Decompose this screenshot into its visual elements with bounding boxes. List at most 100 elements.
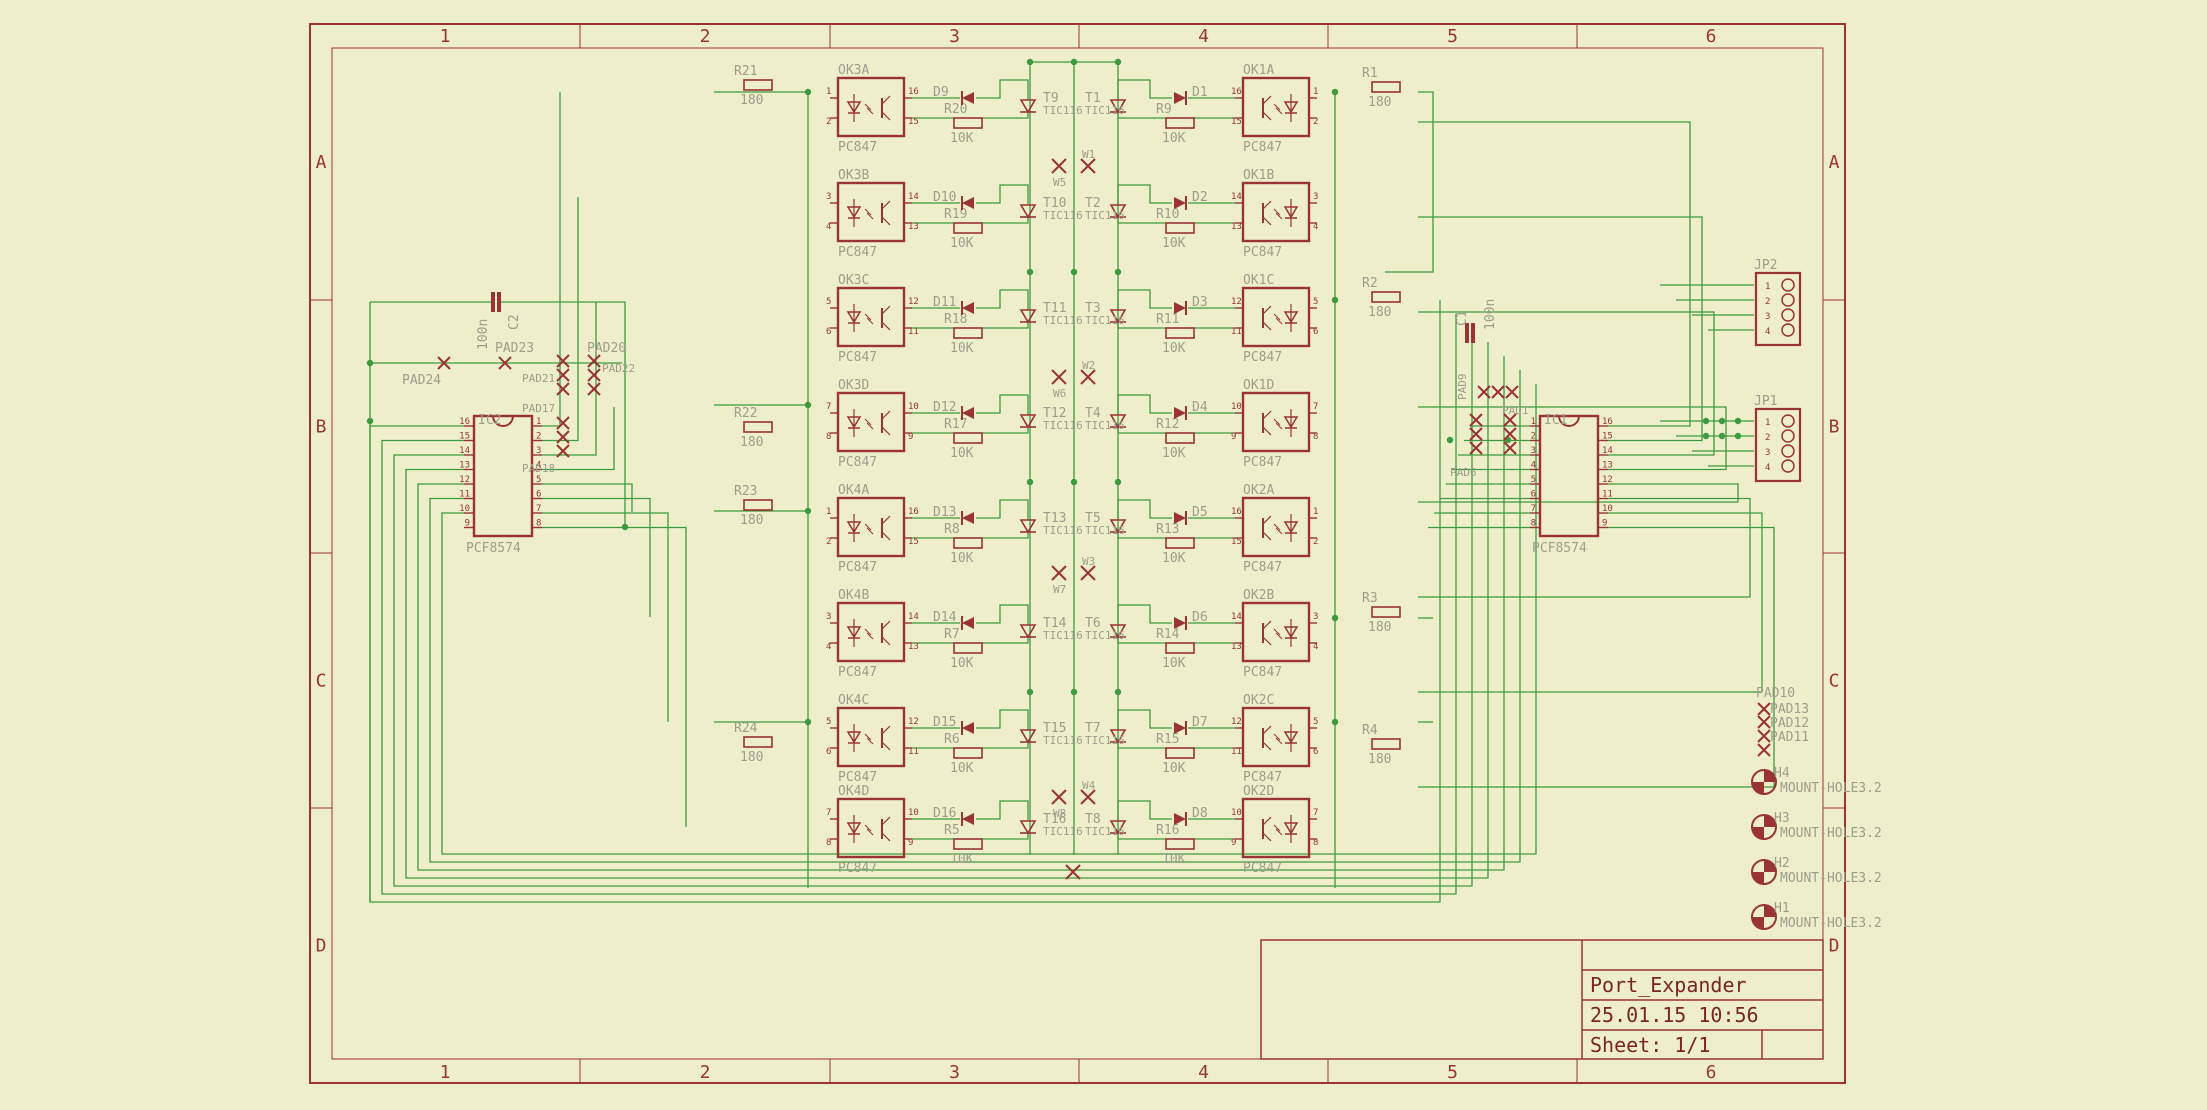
light-arrow (1275, 107, 1283, 115)
net-wire (976, 800, 1029, 821)
diode: D11 (933, 295, 974, 315)
wire-bridge-name: W6 (1053, 387, 1066, 400)
diode: D9 (933, 85, 974, 105)
resistor-name: R2 (1362, 276, 1378, 291)
ic-pin-number: 2 (536, 432, 541, 442)
phototransistor-glyph (1262, 216, 1272, 226)
ic-notch (1558, 415, 1580, 427)
pad-marker (1503, 427, 1517, 441)
resistor-body (1371, 738, 1401, 750)
junction-dot (1734, 417, 1742, 425)
diode: D2 (1174, 190, 1208, 210)
resistor-name: R19 (944, 207, 967, 222)
light-arrow (1275, 422, 1283, 430)
phototransistor-glyph (881, 305, 891, 315)
pin-number: 3 (1313, 192, 1318, 202)
capacitor-name: C2 (507, 314, 522, 330)
resistor-body (1371, 606, 1401, 618)
pin-number: 10 (908, 808, 919, 818)
pin-number: 1 (1313, 87, 1318, 97)
phototransistor-glyph (881, 531, 891, 541)
ic-output-net (542, 512, 669, 722)
pad-name: PAD6 (1450, 466, 1477, 479)
phototransistor-glyph (881, 741, 891, 751)
pad-name: PAD20 (587, 341, 626, 356)
resistor-value: 10K (1162, 761, 1186, 776)
phototransistor-glyph (881, 216, 891, 226)
pad-name: PAD23 (495, 341, 534, 356)
diode-body (1174, 722, 1186, 734)
phototransistor-glyph (1262, 111, 1272, 121)
frame-row-label: A (316, 152, 327, 173)
net-wire (1117, 394, 1172, 415)
optocoupler-value: PC847 (838, 560, 877, 575)
wire-bridge-name: W3 (1082, 555, 1095, 568)
frame-outer (309, 23, 1846, 1084)
resistor-body (953, 838, 983, 850)
frame-col-label: 2 (700, 1062, 711, 1083)
pin-number: 10 (908, 402, 919, 412)
triac-value: TIC116 (1085, 524, 1125, 537)
resistor-body (953, 327, 983, 339)
phototransistor-glyph (881, 200, 891, 210)
diode-name: D3 (1192, 295, 1208, 310)
resistor-name: R8 (944, 522, 960, 537)
triac-value: TIC116 (1043, 524, 1083, 537)
title-block-title: Port_Expander (1590, 973, 1747, 997)
optocoupler-body (836, 76, 906, 138)
wire-bridge-name: W4 (1082, 779, 1096, 792)
diode-body (962, 813, 974, 825)
optocoupler-body (836, 797, 906, 859)
ic-pin-number: 1 (536, 417, 541, 427)
wire-bridge-marker (1051, 789, 1067, 805)
triac-value: TIC116 (1043, 629, 1083, 642)
diode-body (962, 407, 974, 419)
pin-number: 2 (1313, 537, 1318, 547)
net-wire (982, 637, 1029, 644)
triac-name: T10 (1043, 196, 1066, 211)
resistor-value: 10K (950, 551, 974, 566)
ic-output-net (542, 197, 579, 442)
ic-bus (441, 384, 1537, 855)
triac-name: T16 (1043, 812, 1066, 827)
resistor-body (953, 117, 983, 129)
diode: D4 (1174, 400, 1208, 420)
frame-col-label: 3 (949, 26, 960, 47)
resistor-body (1165, 838, 1195, 850)
pin-number: 7 (1313, 808, 1318, 818)
pad-marker (556, 354, 570, 368)
mount-hole-fill (1764, 905, 1776, 917)
phototransistor-glyph (881, 410, 891, 420)
diode-name: D10 (933, 190, 956, 205)
resistor-body (953, 537, 983, 549)
net-wire (982, 532, 1029, 539)
resistor-value: 10K (1162, 446, 1186, 461)
pin-number: 16 (1231, 507, 1242, 517)
wire-bridge-name: W2 (1082, 359, 1095, 372)
resistor-name: R13 (1156, 522, 1179, 537)
light-arrow (1275, 737, 1283, 745)
diode-name: D15 (933, 715, 956, 730)
optocoupler-name: OK1D (1243, 378, 1274, 393)
junction-dot (1702, 417, 1710, 425)
mount-hole-fill (1752, 782, 1764, 794)
pad-marker (1757, 743, 1771, 757)
triac-name: T12 (1043, 406, 1066, 421)
diode-name: D13 (933, 505, 956, 520)
junction-dot (366, 417, 374, 425)
ic-output-net (542, 407, 615, 471)
diode-body (962, 302, 974, 314)
light-arrow (864, 418, 872, 426)
light-arrow (1273, 313, 1281, 321)
optocoupler-body (836, 391, 906, 453)
optocoupler-value: PC847 (1243, 861, 1282, 876)
frame-col-label: 6 (1706, 1062, 1717, 1083)
light-arrow (1273, 103, 1281, 111)
pin-number: 4 (1313, 642, 1318, 652)
